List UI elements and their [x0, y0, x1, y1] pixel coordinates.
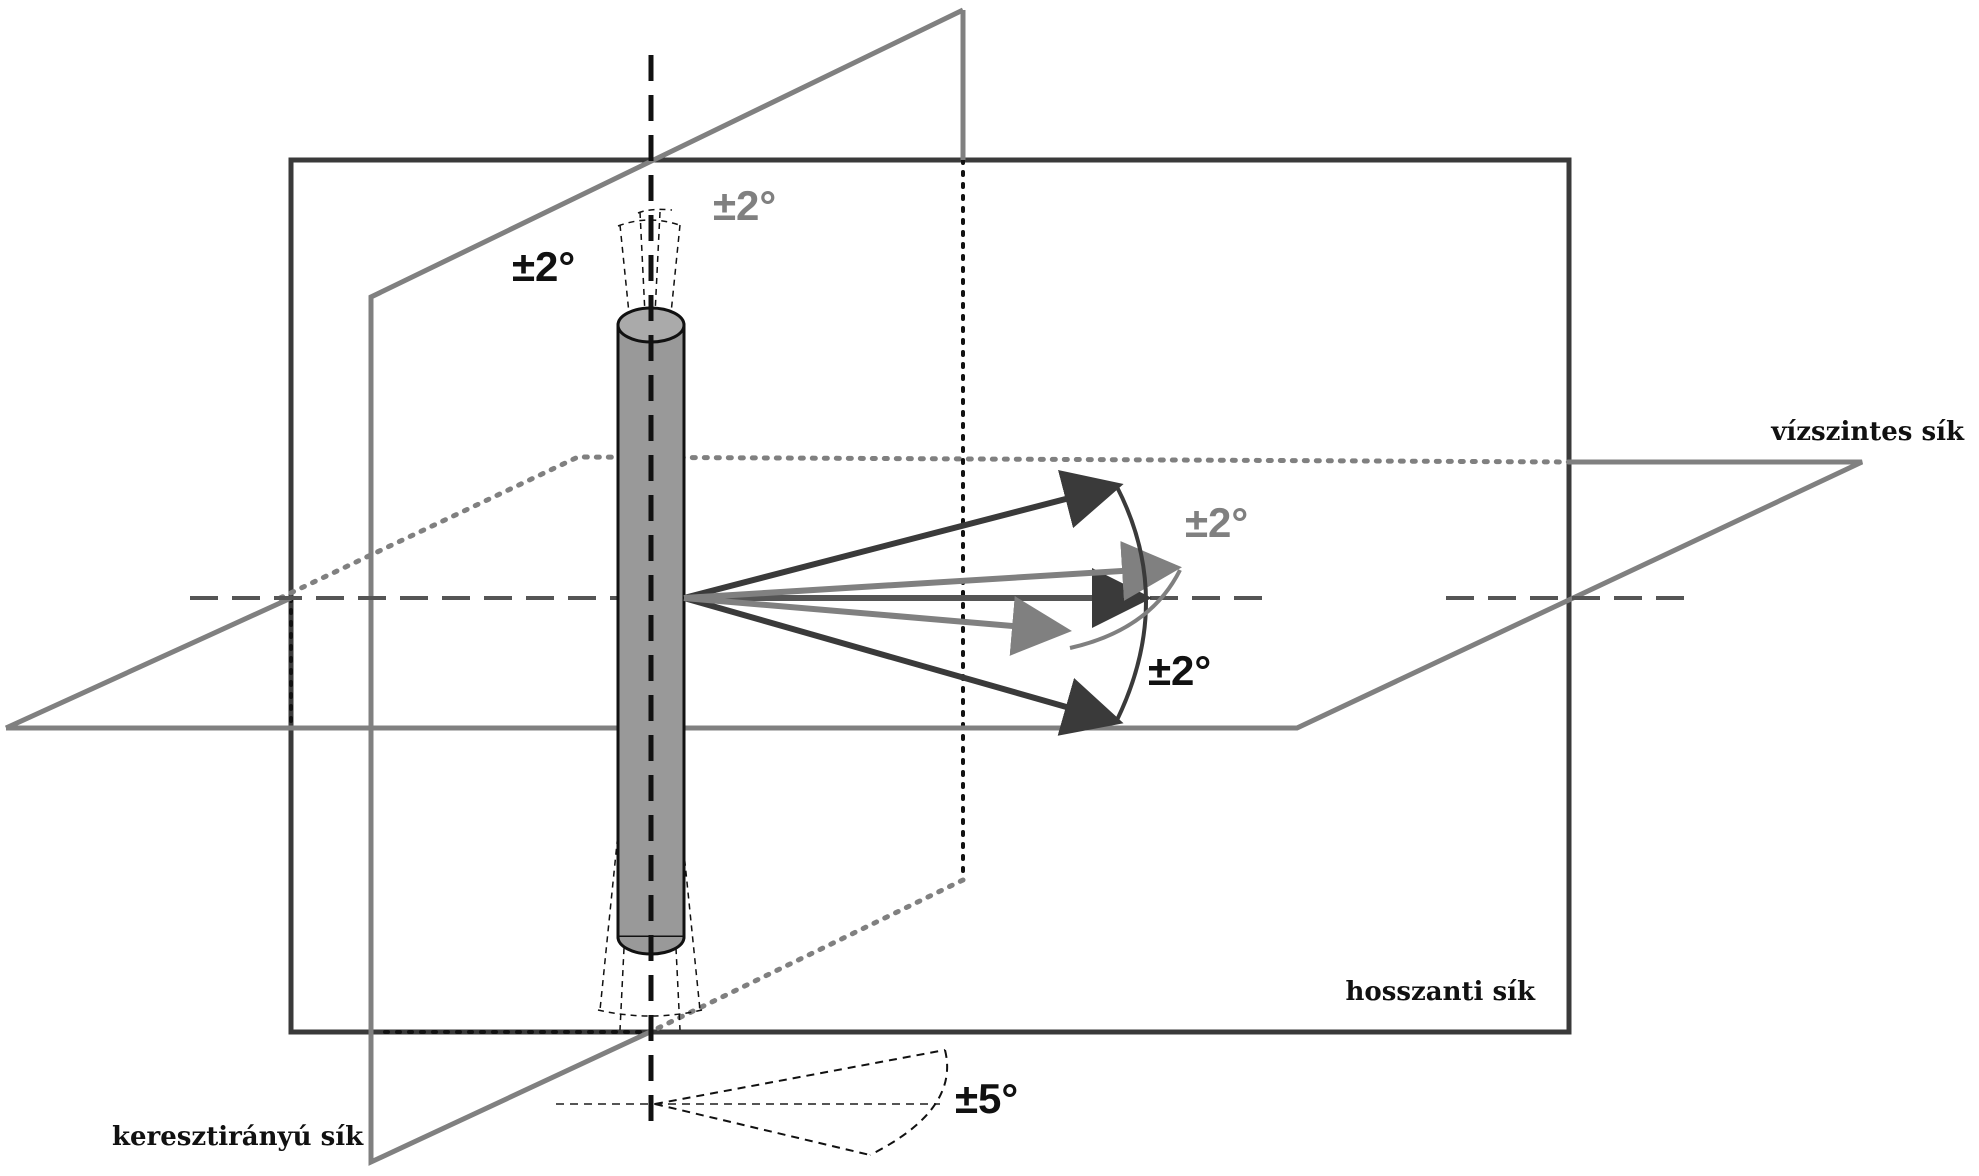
arc-dark: [1115, 486, 1148, 721]
label-longitudinal-plane: hosszanti sík: [1345, 977, 1535, 1007]
arrow-lower-mid: [683, 595, 1072, 656]
arc-mid: [1069, 569, 1182, 650]
direction-arrows: [683, 470, 1182, 736]
label-horizontal-plane: vízszintes sík: [1770, 417, 1965, 447]
horizontal-plane-hidden-diag: [647, 877, 966, 1035]
horizontal-plane-back-edge: [277, 454, 1572, 601]
tolerance-label-horizontal-up: ±2°: [1185, 499, 1248, 546]
tolerance-label-horizontal-down: ±2°: [1148, 647, 1211, 694]
label-transverse-plane: keresztirányú sík: [112, 1122, 364, 1152]
tolerance-label-vertical-longitudinal: ±2°: [713, 182, 776, 229]
arrow-upper-dark: [683, 470, 1124, 601]
bottom-rotation-tolerance: [556, 1049, 949, 1156]
arrow-lower-dark: [683, 595, 1124, 736]
tolerance-label-vertical-transverse: ±2°: [512, 243, 575, 290]
arrow-upper-mid: [683, 541, 1182, 601]
tolerance-label-bottom-rotation: ±5°: [955, 1075, 1018, 1122]
